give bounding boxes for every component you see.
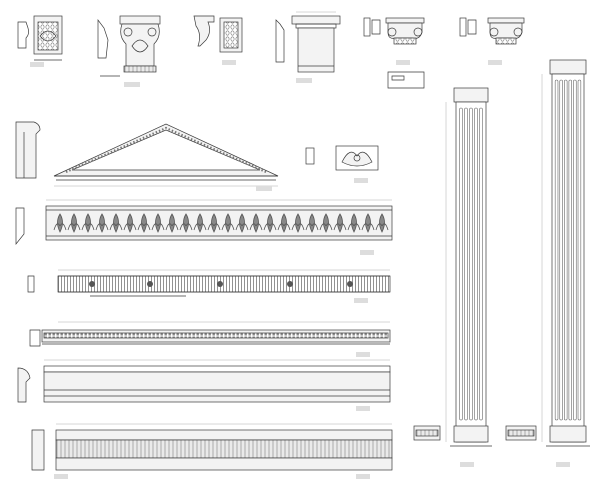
rosette [89, 281, 95, 287]
rosette [347, 281, 353, 287]
legend-block-m [356, 474, 370, 479]
rosette [217, 281, 223, 287]
anthemion-motif [193, 213, 207, 233]
ionic-capital-detail-2 [459, 17, 525, 45]
legend-block-p [556, 462, 570, 467]
anthemion-motif [179, 213, 193, 233]
anthemion-motif [53, 213, 67, 233]
triangular-pediment [53, 123, 279, 181]
anthemion-motif [375, 213, 389, 233]
dimension-lines [44, 11, 543, 442]
pilaster-flute [474, 107, 478, 421]
pilaster-flute [459, 107, 463, 421]
legend-blocks [30, 60, 570, 479]
legend-block-g [256, 186, 272, 191]
egg-and-dart-band [29, 329, 391, 347]
rosette [147, 281, 153, 287]
anthemion-motif [165, 213, 179, 233]
legend-block-i [360, 250, 374, 255]
anthemion-motif [277, 213, 291, 233]
cornice-profile-section [15, 121, 41, 179]
pilaster-flute [479, 107, 483, 421]
legend-block-h [354, 178, 368, 183]
anthemion-motif [81, 213, 95, 233]
corbel-detail-1 [17, 15, 63, 61]
anthemion-motif [137, 213, 151, 233]
pilaster-flute [554, 79, 559, 421]
pilaster-flute [559, 79, 563, 421]
corbel-detail-2 [193, 15, 243, 53]
pilaster-flute [568, 79, 572, 421]
anthemion-motif [67, 213, 81, 233]
pilaster-flute [577, 79, 582, 421]
legend-block-a [30, 62, 44, 67]
anthemion-motif [263, 213, 277, 233]
cartouche-ornament [305, 145, 379, 171]
legend-block-d [296, 78, 312, 83]
fluted-pilaster-left [413, 87, 492, 447]
anthemion-motif [221, 213, 235, 233]
anthemion-frieze [15, 205, 393, 245]
rosette [287, 281, 293, 287]
anthemion-motif [347, 213, 361, 233]
anthemion-motif [249, 213, 263, 233]
anthemion-motif [319, 213, 333, 233]
fluted-rosette-frieze [27, 275, 391, 297]
plain-cornice [17, 365, 391, 403]
anthemion-motif [207, 213, 221, 233]
anthemion-motif [305, 213, 319, 233]
anthemion-motif [95, 213, 109, 233]
ionic-capital-detail-1 [363, 17, 425, 45]
legend-block-o [460, 462, 474, 467]
legend-block-j [354, 298, 368, 303]
anthemion-motif [151, 213, 165, 233]
legend-block-n [54, 474, 68, 479]
legend-block-c [222, 60, 236, 65]
legend-block-f [488, 60, 502, 65]
legend-block-l [356, 406, 370, 411]
pilaster-flute [469, 107, 473, 421]
anthemion-motif [361, 213, 375, 233]
pilaster-flute [564, 79, 568, 421]
legend-block-k [356, 352, 370, 357]
legend-block-b [124, 82, 140, 87]
anthemion-motif [123, 213, 137, 233]
legend-block-e [396, 60, 410, 65]
anthemion-motif [291, 213, 305, 233]
corinthian-capital-detail [97, 15, 161, 77]
pilaster-flute [464, 107, 468, 421]
anthemion-motif [109, 213, 123, 233]
anthemion-motif [333, 213, 347, 233]
dentil-frieze [31, 429, 393, 471]
anthemion-motif [235, 213, 249, 233]
fluted-pilaster-right [505, 59, 590, 447]
pilaster-capital-plain [275, 15, 341, 73]
pilaster-flute [573, 79, 577, 421]
base-molding-profile [387, 71, 425, 89]
